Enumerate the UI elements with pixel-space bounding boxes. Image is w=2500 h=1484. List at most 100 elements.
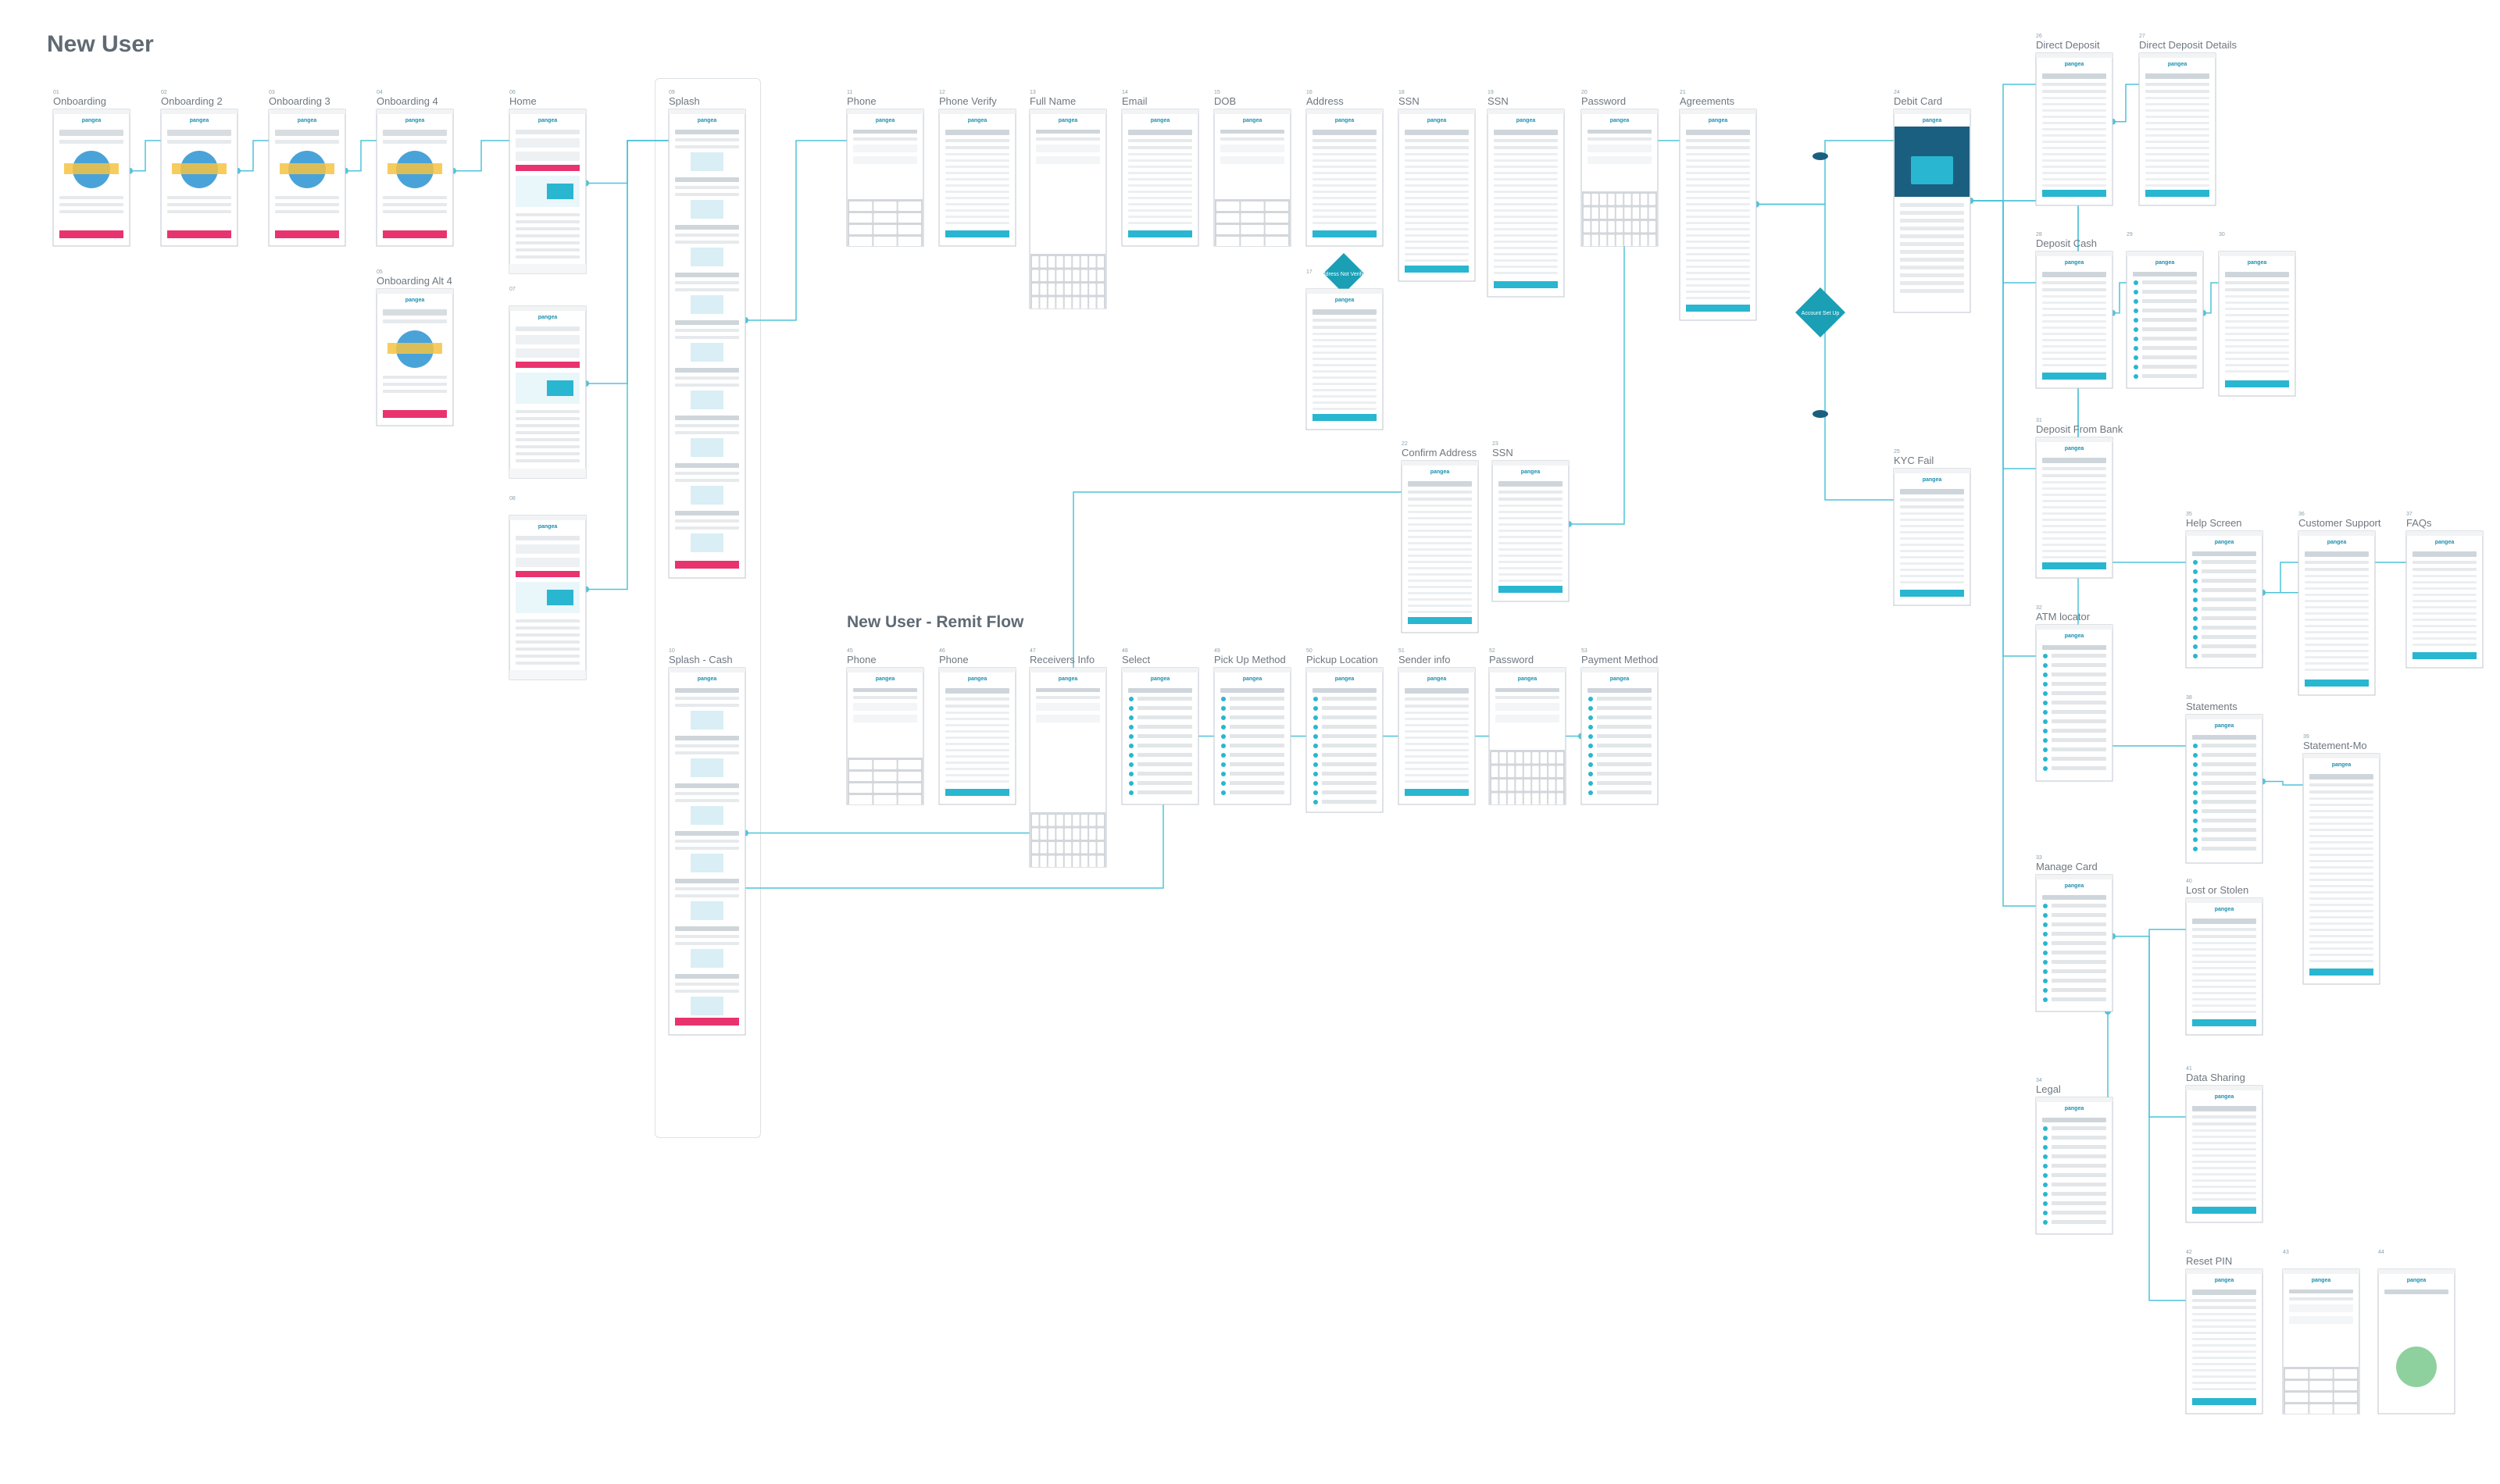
key[interactable] xyxy=(1032,828,1039,840)
list-item[interactable] xyxy=(1322,772,1377,776)
list-item[interactable] xyxy=(2142,309,2197,312)
key[interactable] xyxy=(849,760,873,769)
key[interactable] xyxy=(1608,207,1615,219)
key[interactable] xyxy=(1216,225,1240,234)
key[interactable] xyxy=(1540,752,1548,764)
list-item[interactable] xyxy=(2052,719,2106,723)
key[interactable] xyxy=(1624,234,1631,247)
list-item[interactable] xyxy=(1322,697,1377,701)
key[interactable] xyxy=(1073,828,1080,840)
key[interactable] xyxy=(1540,765,1548,778)
key[interactable] xyxy=(2285,1404,2309,1414)
list-item[interactable] xyxy=(2052,672,2106,676)
list-item[interactable] xyxy=(2202,635,2256,639)
list-item[interactable] xyxy=(2142,290,2197,294)
key[interactable] xyxy=(898,760,921,769)
cta-button[interactable] xyxy=(1686,305,1750,312)
list-item[interactable] xyxy=(1322,753,1377,757)
key[interactable] xyxy=(2309,1393,2333,1402)
list-item[interactable] xyxy=(1322,706,1377,710)
key[interactable] xyxy=(1089,842,1096,854)
key[interactable] xyxy=(1216,202,1240,211)
key[interactable] xyxy=(1040,269,1047,282)
key[interactable] xyxy=(1080,842,1088,854)
list-item[interactable] xyxy=(2202,790,2256,794)
key[interactable] xyxy=(1056,828,1063,840)
key[interactable] xyxy=(1056,842,1063,854)
key[interactable] xyxy=(1040,284,1047,295)
key[interactable] xyxy=(1048,269,1055,282)
key[interactable] xyxy=(1080,269,1088,282)
key[interactable] xyxy=(1097,855,1104,868)
key[interactable] xyxy=(1599,221,1607,233)
list-item[interactable] xyxy=(1230,715,1284,719)
cta-button[interactable] xyxy=(383,230,447,238)
key[interactable] xyxy=(873,772,897,781)
key[interactable] xyxy=(1089,297,1096,309)
cta-button[interactable] xyxy=(1405,789,1469,796)
key[interactable] xyxy=(1641,207,1648,219)
list-item[interactable] xyxy=(2202,828,2256,832)
list-item[interactable] xyxy=(2202,753,2256,757)
list-item[interactable] xyxy=(1138,753,1192,757)
list-item[interactable] xyxy=(2052,969,2106,973)
cta-button[interactable] xyxy=(59,230,123,238)
list-item[interactable] xyxy=(2052,766,2106,770)
cta-button[interactable] xyxy=(945,230,1009,237)
list-item[interactable] xyxy=(2052,729,2106,733)
key[interactable] xyxy=(1040,256,1047,268)
list-item[interactable] xyxy=(2142,318,2197,322)
list-item[interactable] xyxy=(2202,847,2256,851)
key[interactable] xyxy=(849,202,873,211)
key[interactable] xyxy=(1616,221,1623,233)
cta-button[interactable] xyxy=(2412,652,2477,659)
key[interactable] xyxy=(1499,752,1506,764)
cta-button[interactable] xyxy=(945,789,1009,796)
key[interactable] xyxy=(849,213,873,223)
key[interactable] xyxy=(1499,765,1506,778)
key[interactable] xyxy=(849,795,873,804)
key[interactable] xyxy=(1532,793,1539,805)
list-item[interactable] xyxy=(2052,663,2106,667)
key[interactable] xyxy=(1648,194,1655,205)
key[interactable] xyxy=(1048,297,1055,309)
list-item[interactable] xyxy=(2202,654,2256,658)
key[interactable] xyxy=(1097,269,1104,282)
key[interactable] xyxy=(873,237,897,246)
key[interactable] xyxy=(1616,234,1623,247)
list-item[interactable] xyxy=(2202,588,2256,592)
cta-button[interactable] xyxy=(675,1018,739,1026)
key[interactable] xyxy=(1032,815,1039,826)
key[interactable] xyxy=(2309,1381,2333,1390)
cta-button[interactable] xyxy=(2042,562,2106,569)
key[interactable] xyxy=(1048,256,1055,268)
key[interactable] xyxy=(1591,234,1598,247)
key[interactable] xyxy=(1073,297,1080,309)
list-item[interactable] xyxy=(2202,616,2256,620)
key[interactable] xyxy=(1040,855,1047,868)
list-item[interactable] xyxy=(2052,1145,2106,1149)
key[interactable] xyxy=(1507,752,1515,764)
key[interactable] xyxy=(1097,828,1104,840)
key[interactable] xyxy=(1648,207,1655,219)
list-item[interactable] xyxy=(1322,790,1377,794)
list-item[interactable] xyxy=(2142,337,2197,341)
key[interactable] xyxy=(1048,855,1055,868)
key[interactable] xyxy=(1491,752,1498,764)
list-item[interactable] xyxy=(1322,762,1377,766)
list-item[interactable] xyxy=(2142,280,2197,284)
key[interactable] xyxy=(2334,1404,2357,1414)
key[interactable] xyxy=(873,213,897,223)
